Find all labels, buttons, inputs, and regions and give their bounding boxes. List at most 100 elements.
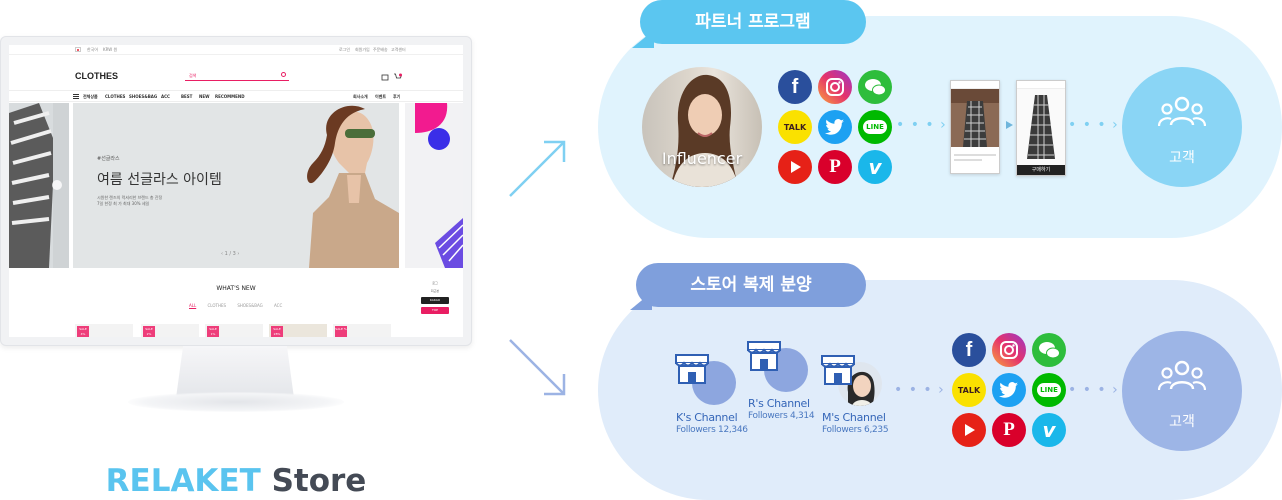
channel-m-photo — [847, 371, 875, 406]
line-icon: LINE — [1032, 373, 1066, 407]
site-topbar: 한국어 KRW 원 로그인 회원가입 주문배송 고객센터 — [9, 45, 463, 55]
wechat-icon — [1032, 333, 1066, 367]
twitter-icon — [992, 373, 1026, 407]
dotted-arrow-icon: • • • › — [894, 382, 945, 398]
nav-review[interactable]: 후기 — [393, 94, 401, 99]
users-group-icon — [1158, 360, 1206, 391]
sale-badge: SALE 4% — [77, 326, 89, 337]
nav-all[interactable]: 전체상품 — [83, 94, 98, 99]
login-link[interactable]: 로그인 — [339, 47, 351, 52]
channel-m-name: M's Channel — [822, 411, 886, 424]
kakaotalk-icon: TALK — [952, 373, 986, 407]
quick-recent[interactable]: 최근본 — [430, 289, 440, 293]
tab-acc[interactable]: ACC — [273, 303, 283, 308]
channel-r-name: R's Channel — [748, 397, 810, 410]
side-quick-widget: 로그 최근본 KAKAO TOP — [421, 281, 449, 314]
nav-shoes-bag[interactable]: SHOES&BAG — [129, 94, 158, 99]
kakaotalk-icon: TALK — [778, 110, 812, 144]
store-screenshot: 한국어 KRW 원 로그인 회원가입 주문배송 고객센터 CLOTHES 검색 … — [9, 45, 463, 337]
influencer-avatar — [642, 67, 762, 187]
channel-r-followers: Followers 4,314 — [748, 411, 815, 421]
dotted-arrow-icon: • • • › — [1068, 382, 1119, 398]
customer-circle: 고객 — [1122, 67, 1242, 187]
nav-event[interactable]: 이벤트 — [375, 94, 387, 99]
bag-icon[interactable] — [381, 73, 389, 81]
customer-circle: 고객 — [1122, 331, 1242, 451]
nav-acc[interactable]: ACC — [161, 94, 170, 99]
tab-all[interactable]: ALL — [189, 303, 197, 308]
product-card[interactable]: SALE 1% — [205, 324, 263, 337]
vimeo-icon: v — [858, 150, 892, 184]
product-card[interactable]: SALE 4% — [75, 324, 133, 337]
dotted-arrow-icon: • • • › — [896, 117, 947, 133]
store-title: RELAKET Store — [0, 463, 472, 499]
banner-description: 시원한 렌즈의 럭셔리한 브랜드 총 잔정 7일 한정 최 가 최대 30% 세… — [97, 195, 163, 206]
site-search-input[interactable]: 검색 — [185, 71, 289, 81]
arrow-up-right-icon — [509, 140, 566, 197]
monitor-base — [128, 392, 344, 412]
arrow-down-right-icon — [509, 339, 566, 396]
store-suffix: Store — [271, 463, 367, 499]
site-logo[interactable]: CLOTHES — [75, 71, 119, 81]
order-link[interactable]: 주문배송 — [373, 47, 388, 52]
site-navbar: 전체상품 CLOTHES SHOES&BAG ACC BEST NEW RECO… — [9, 90, 463, 102]
decorative-shapes-image — [415, 103, 463, 268]
search-icon[interactable] — [281, 72, 286, 77]
channel-k-followers: Followers 12,346 — [676, 425, 748, 435]
banner-next-slide[interactable] — [405, 103, 463, 268]
sale-badge: SALE % — [335, 326, 347, 337]
shop-product-mockup: 구매하기 — [1016, 80, 1066, 176]
currency-select[interactable]: KRW 원 — [103, 47, 118, 52]
youtube-icon — [952, 413, 986, 447]
facebook-icon: f — [952, 333, 986, 367]
main-banner[interactable]: #선글라스 여름 선글라스 아이템 시원한 렌즈의 럭셔리한 브랜드 총 잔정 … — [73, 103, 399, 268]
tab-shoes-bag[interactable]: SHOES&BAG — [237, 303, 263, 308]
nav-new[interactable]: NEW — [199, 94, 210, 99]
twitter-icon — [818, 110, 852, 144]
banner-hashtag: #선글라스 — [97, 156, 120, 162]
buy-button[interactable]: 구매하기 — [1017, 165, 1065, 175]
instagram-post-mockup — [950, 80, 1000, 174]
facebook-icon: f — [778, 70, 812, 104]
monitor-stand — [176, 346, 294, 398]
influencer-label: Influencer — [661, 149, 743, 168]
quick-login[interactable]: 로그 — [432, 281, 438, 285]
product-card[interactable]: SALE 2% — [141, 324, 199, 337]
cart-icon[interactable] — [393, 73, 402, 81]
store-icon — [821, 355, 855, 385]
kakao-button[interactable]: KAKAO — [421, 297, 449, 304]
customer-label: 고객 — [1169, 414, 1195, 430]
product-tabs: ALL CLOTHES SHOES&BAG ACC — [189, 303, 292, 308]
users-group-icon — [1158, 96, 1206, 127]
banner-title: 여름 선글라스 아이템 — [97, 172, 222, 188]
tab-clothes[interactable]: CLOTHES — [207, 303, 227, 308]
channel-m-followers: Followers 6,235 — [822, 425, 889, 435]
banner-pager[interactable]: ‹ 1 / 3 › — [221, 251, 240, 257]
pinterest-icon: P — [818, 150, 852, 184]
nav-about[interactable]: 회사소개 — [353, 94, 368, 99]
model-sunglasses-image — [307, 105, 399, 268]
language-select[interactable]: 한국어 — [87, 47, 99, 52]
youtube-icon — [778, 150, 812, 184]
banner-prev-slide[interactable] — [9, 103, 69, 268]
partner-social-icons: f TALK LINE P v — [778, 70, 894, 186]
pinterest-icon: P — [992, 413, 1026, 447]
support-link[interactable]: 고객센터 — [391, 47, 406, 52]
coat-product-image — [1017, 89, 1065, 165]
triangle-right-icon — [1006, 121, 1013, 129]
customer-label: 고객 — [1169, 150, 1195, 166]
store-brand: RELAKET — [105, 463, 261, 499]
menu-icon[interactable] — [73, 94, 79, 99]
channel-m-circle — [838, 362, 882, 406]
top-button[interactable]: TOP — [421, 307, 449, 314]
signup-link[interactable]: 회원가입 — [355, 47, 370, 52]
product-card[interactable]: SALE % — [333, 324, 391, 337]
nav-clothes[interactable]: CLOTHES — [105, 94, 126, 99]
nav-best[interactable]: BEST — [181, 94, 193, 99]
store-social-icons: f TALK LINE P v — [952, 333, 1068, 449]
coat-post-image — [951, 89, 999, 147]
nav-recommend[interactable]: RECOMMEND — [215, 94, 245, 99]
product-card[interactable]: SALE 28% — [269, 324, 327, 337]
whats-new-heading: WHAT'S NEW — [216, 285, 256, 292]
flow-arrows — [509, 140, 566, 396]
